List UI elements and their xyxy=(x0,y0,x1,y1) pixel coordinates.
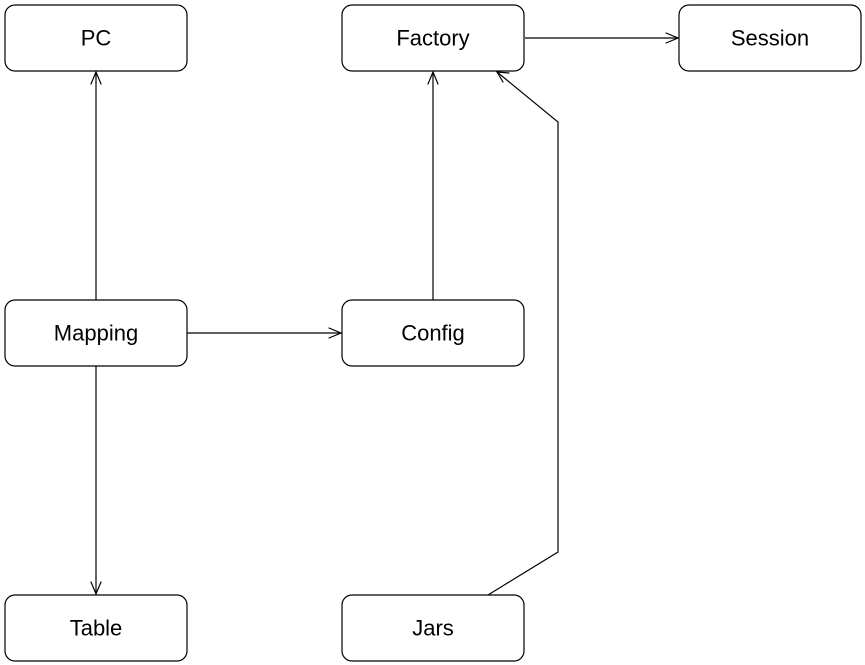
node-mapping: Mapping xyxy=(4,299,188,367)
edge-factory-to-session xyxy=(525,32,680,44)
node-factory-label: Factory xyxy=(396,26,469,51)
node-mapping-label: Mapping xyxy=(54,321,138,346)
arrow-head-icon xyxy=(665,32,680,44)
edge-config-to-factory xyxy=(427,70,439,300)
arrow-head-icon xyxy=(90,581,102,596)
node-jars-label: Jars xyxy=(412,616,454,641)
node-pc-label: PC xyxy=(81,26,112,51)
edge-jars-to-factory xyxy=(487,71,559,596)
node-config: Config xyxy=(341,299,525,367)
node-factory: Factory xyxy=(341,4,525,72)
arrow-head-icon xyxy=(427,70,439,85)
node-jars: Jars xyxy=(341,594,525,662)
edges xyxy=(90,32,680,596)
edge-mapping-to-pc xyxy=(90,70,102,300)
arrow-head-icon xyxy=(328,327,343,339)
node-table-label: Table xyxy=(70,616,123,641)
arrow-head-icon xyxy=(495,71,510,83)
node-session: Session xyxy=(678,4,862,72)
node-config-label: Config xyxy=(401,321,465,346)
arrow-head-icon xyxy=(90,70,102,85)
edge-mapping-to-config xyxy=(187,327,343,339)
edge-mapping-to-table xyxy=(90,366,102,596)
node-table: Table xyxy=(4,594,188,662)
node-session-label: Session xyxy=(731,26,809,51)
node-pc: PC xyxy=(4,4,188,72)
